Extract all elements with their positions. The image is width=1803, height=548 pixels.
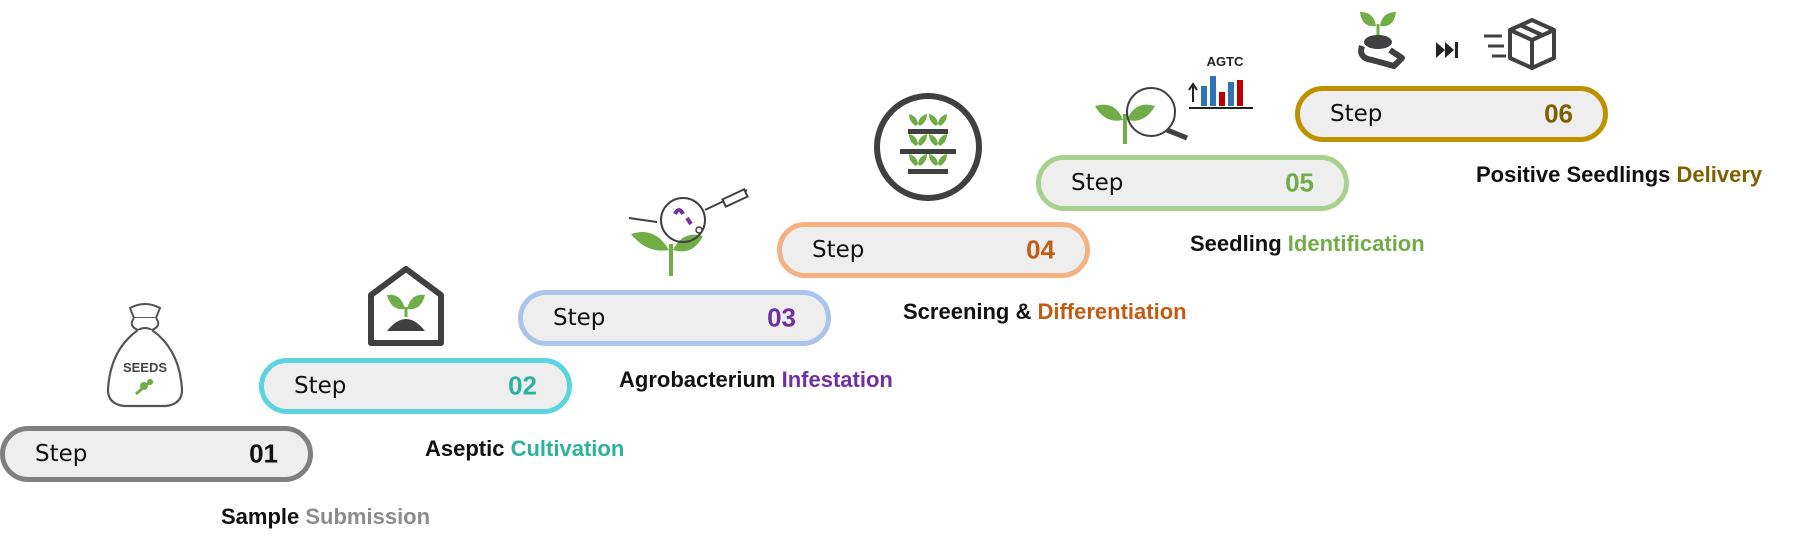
step-02-title: Aseptic Cultivation: [425, 436, 624, 462]
step-04-word: Step: [812, 237, 865, 263]
step-05-title: Seedling Identification: [1190, 231, 1425, 257]
step-02-number: 02: [508, 370, 537, 401]
step-05-pill: Step 05: [1036, 155, 1349, 211]
infestation-icon: [628, 188, 749, 276]
step-04-pill: Step 04: [777, 222, 1090, 278]
step-06-title-main: Positive Seedlings: [1476, 162, 1677, 187]
screening-dish-icon: [874, 93, 982, 201]
step-01-number: 01: [249, 438, 278, 469]
step-03-title-accent: Infestation: [781, 367, 893, 392]
seeds-text: SEEDS: [123, 360, 167, 375]
step-03-pill: Step 03: [518, 290, 831, 346]
step-05-number: 05: [1285, 167, 1314, 198]
step-01-title: Sample Submission: [221, 504, 430, 530]
step-02-title-accent: Cultivation: [510, 436, 625, 461]
step-05-word: Step: [1071, 170, 1124, 196]
step-03-title: Agrobacterium Infestation: [619, 367, 893, 393]
step-06-pill: Step 06: [1295, 86, 1608, 142]
step-04-title-main: Screening &: [903, 299, 1038, 324]
agtc-text: AGTC: [1207, 54, 1244, 69]
step-03-title-main: Agrobacterium: [619, 367, 782, 392]
step-05-title-accent: Identification: [1287, 231, 1425, 256]
step-06-number: 06: [1544, 98, 1573, 129]
step-04-title: Screening & Differentiation: [903, 299, 1187, 325]
step-05-title-main: Seedling: [1190, 231, 1288, 256]
step-01-title-main: Sample: [221, 504, 306, 529]
step-01-word: Step: [35, 441, 88, 467]
step-02-word: Step: [294, 373, 347, 399]
step-02-pill: Step 02: [259, 358, 572, 414]
fast-forward-icon: [1436, 42, 1458, 58]
step-04-number: 04: [1026, 234, 1055, 265]
step-03-number: 03: [767, 302, 796, 333]
step-06-word: Step: [1330, 101, 1383, 127]
package-delivery-icon: [1484, 18, 1556, 70]
step-03-word: Step: [553, 305, 606, 331]
hand-plant-icon: [1358, 12, 1405, 69]
step-01-pill: Step 01: [0, 426, 313, 482]
step-02-title-main: Aseptic: [425, 436, 511, 461]
step-06-title: Positive Seedlings Delivery: [1476, 162, 1762, 188]
seed-bag-icon: SEEDS: [106, 303, 184, 408]
step-01-title-accent: Submission: [305, 504, 431, 529]
step-06-title-accent: Delivery: [1676, 162, 1763, 187]
identification-icon: AGTC: [1095, 54, 1253, 144]
step-04-title-accent: Differentiation: [1037, 299, 1187, 324]
greenhouse-icon: [368, 266, 444, 346]
